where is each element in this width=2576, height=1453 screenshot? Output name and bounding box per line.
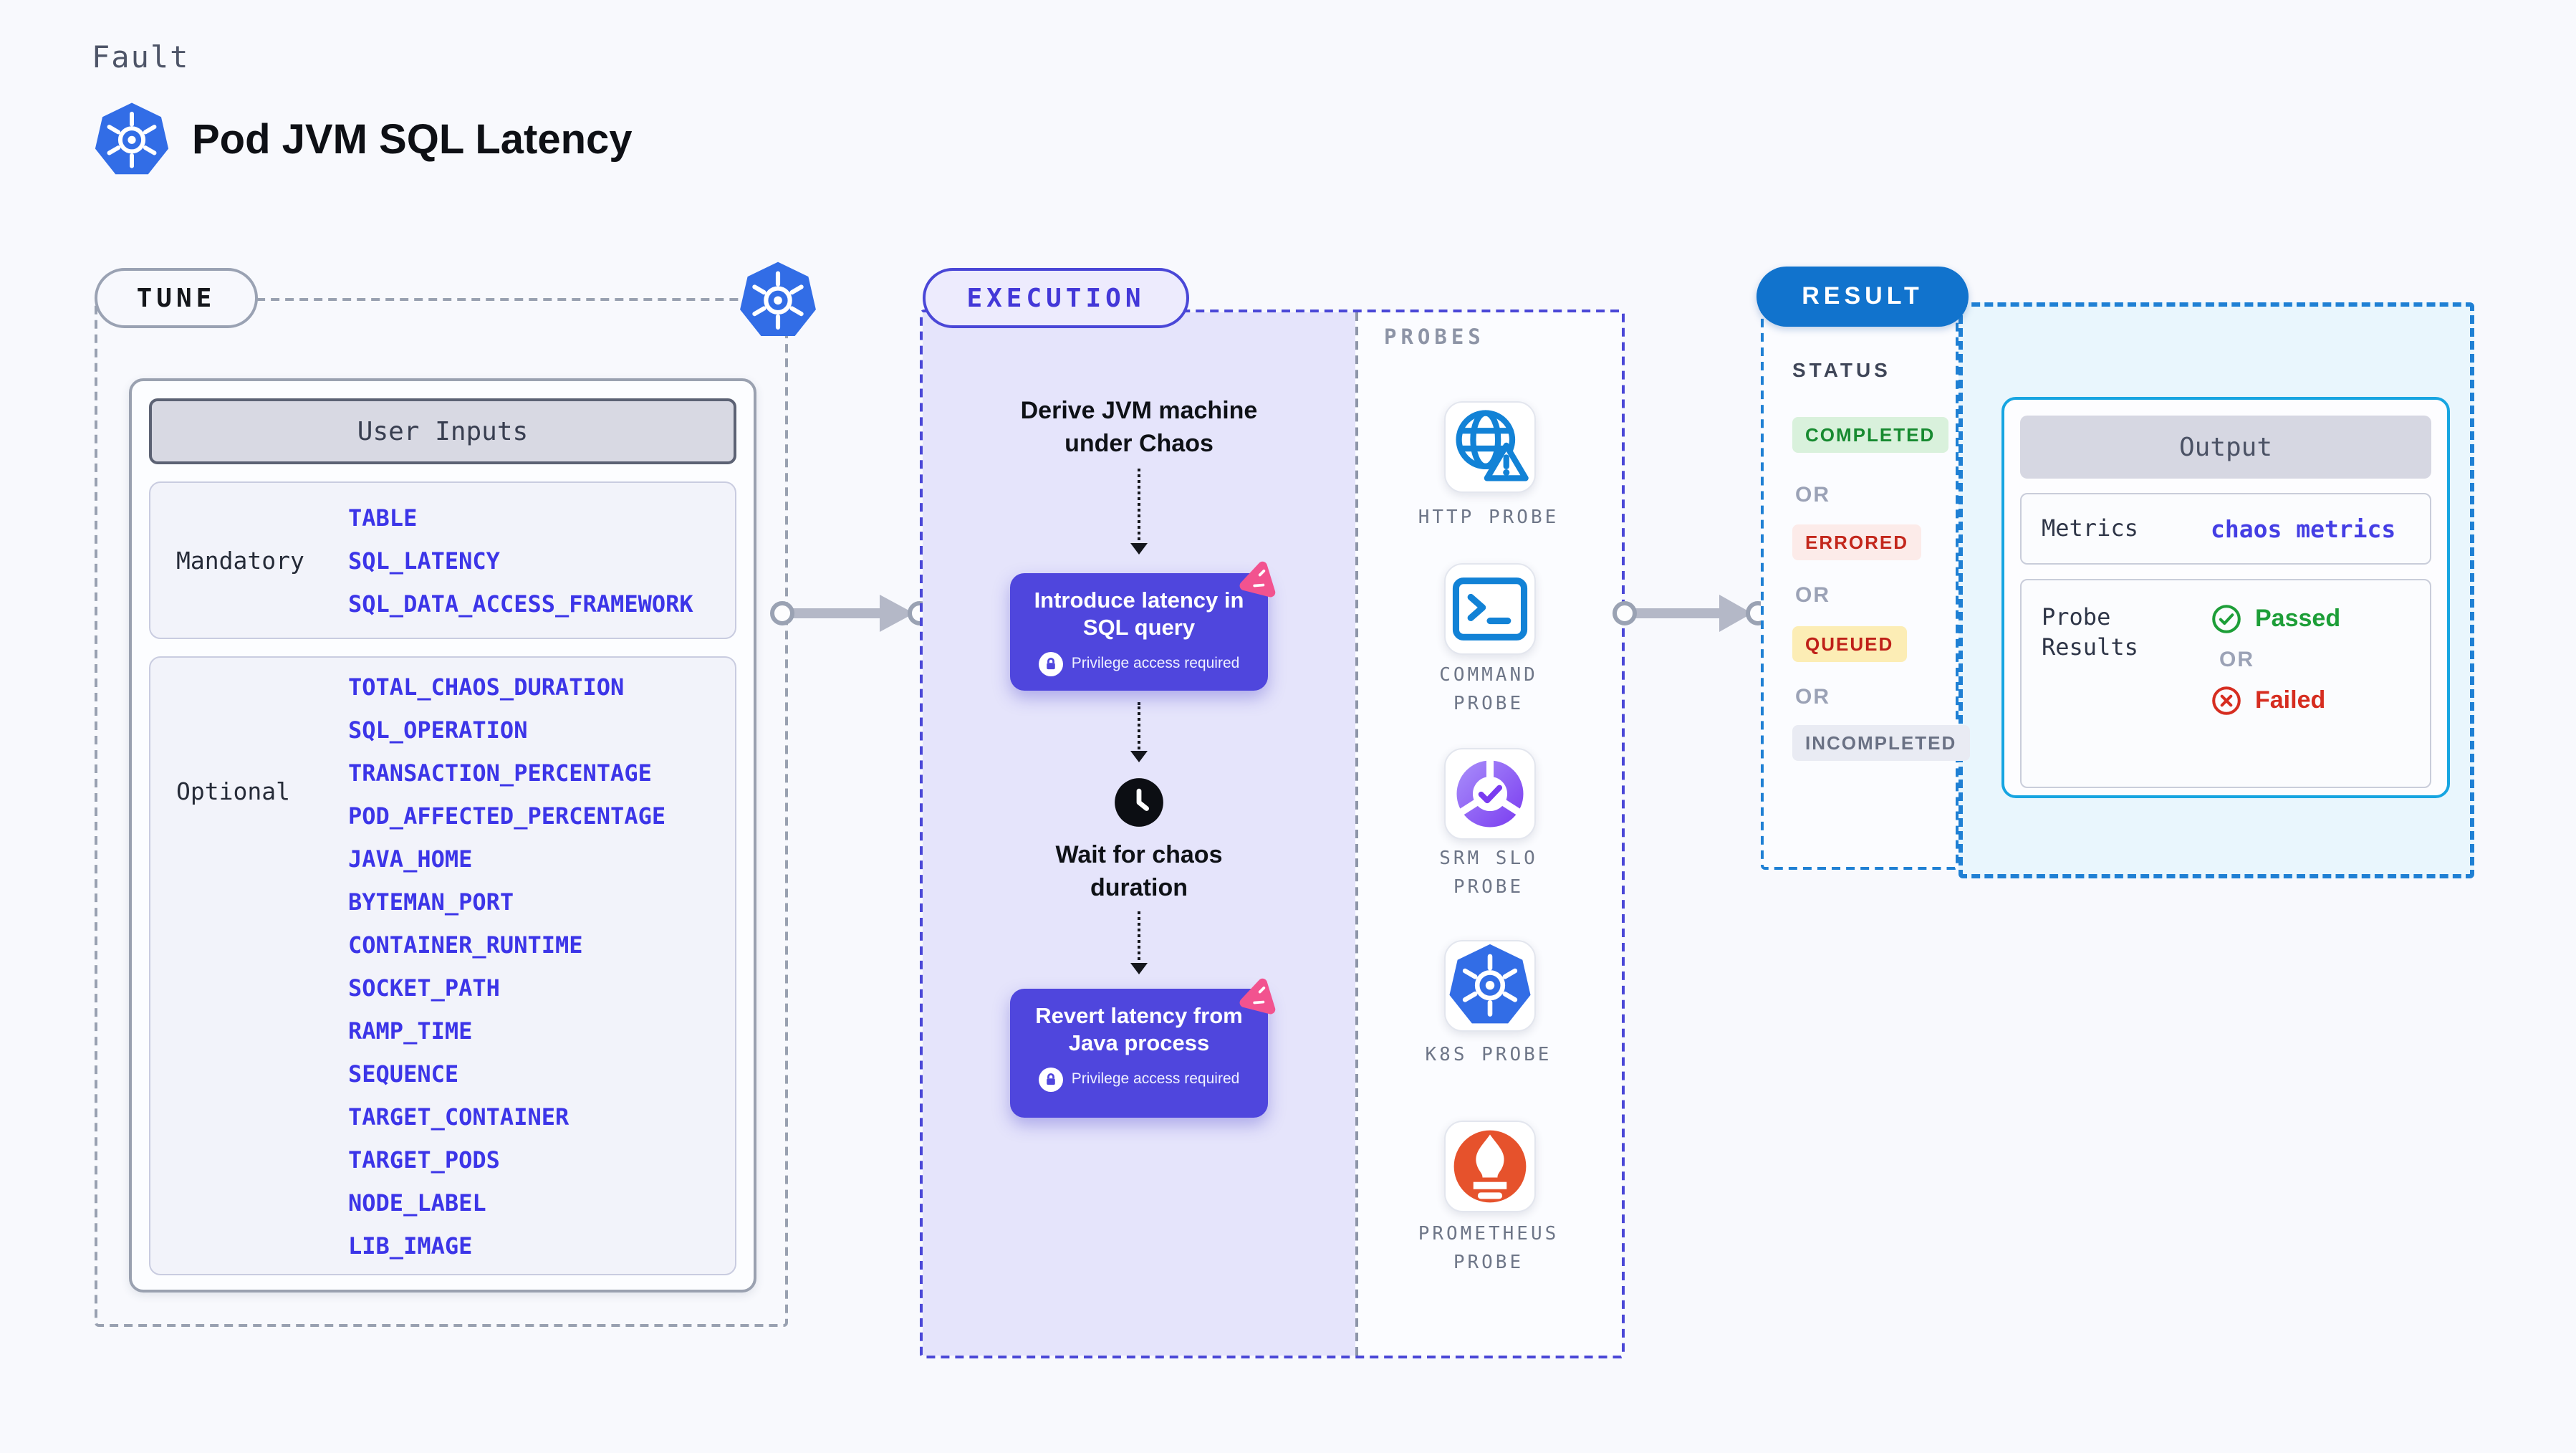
or-separator: OR bbox=[1795, 483, 1830, 507]
env-var: LIB_IMAGE bbox=[348, 1232, 473, 1259]
status-badge-completed: COMPLETED bbox=[1792, 417, 1948, 453]
page-title: Pod JVM SQL Latency bbox=[192, 118, 633, 163]
probe-label: SRM SLO PROBE bbox=[1439, 848, 1538, 898]
prometheus-icon bbox=[1446, 1122, 1534, 1211]
probe-results-label: Probe Results bbox=[2042, 603, 2138, 661]
mandatory-row: Mandatory TABLE SQL_LATENCY SQL_DATA_ACC… bbox=[149, 481, 736, 639]
mandatory-label: Mandatory bbox=[176, 547, 304, 574]
user-inputs-card: User Inputs Mandatory TABLE SQL_LATENCY … bbox=[129, 378, 756, 1293]
env-var: SEQUENCE bbox=[348, 1060, 459, 1087]
env-var: BYTEMAN_PORT bbox=[348, 888, 514, 915]
status-badge-queued: QUEUED bbox=[1792, 626, 1907, 662]
optional-label: Optional bbox=[176, 778, 290, 805]
status-title: STATUS bbox=[1792, 358, 1891, 381]
probes-title: PROBES bbox=[1384, 327, 1485, 350]
env-var: TARGET_PODS bbox=[348, 1146, 500, 1173]
fault-kicker: Fault bbox=[92, 40, 190, 75]
result-status-boundary bbox=[1761, 297, 1959, 870]
optional-row: Optional TOTAL_CHAOS_DURATION SQL_OPERAT… bbox=[149, 656, 736, 1275]
check-circle-icon bbox=[2211, 603, 2242, 635]
tune-to-execution-arrow bbox=[770, 595, 932, 632]
env-var: SOCKET_PATH bbox=[348, 974, 500, 1001]
clock-icon bbox=[1113, 777, 1165, 828]
probe-label: PROMETHEUS PROBE bbox=[1418, 1224, 1559, 1273]
env-var: TABLE bbox=[348, 504, 418, 531]
kubernetes-icon bbox=[1446, 941, 1534, 1030]
or-separator: OR bbox=[1795, 583, 1830, 608]
execution-badge: EXECUTION bbox=[923, 268, 1189, 328]
probe-label: HTTP PROBE bbox=[1418, 507, 1559, 529]
env-var: SQL_OPERATION bbox=[348, 716, 528, 743]
env-var: TRANSACTION_PERCENTAGE bbox=[348, 759, 652, 786]
step-wait-duration: Wait for chaos duration bbox=[1055, 841, 1223, 901]
lock-icon bbox=[1038, 651, 1063, 676]
tune-section-boundary bbox=[95, 298, 788, 1327]
env-var: TOTAL_CHAOS_DURATION bbox=[348, 673, 625, 700]
privilege-note: Privilege access required bbox=[1022, 1067, 1256, 1092]
flow-connector bbox=[1130, 469, 1148, 555]
result-badge: RESULT bbox=[1756, 267, 1969, 327]
status-badge-errored: ERRORED bbox=[1792, 524, 1922, 560]
env-var: RAMP_TIME bbox=[348, 1017, 473, 1044]
env-var: NODE_LABEL bbox=[348, 1189, 486, 1216]
env-var: POD_AFFECTED_PERCENTAGE bbox=[348, 802, 666, 829]
srm-slo-probe-card bbox=[1444, 748, 1536, 840]
env-var: SQL_LATENCY bbox=[348, 547, 500, 574]
step-introduce-latency: Introduce latency in SQL query Privilege… bbox=[1010, 573, 1268, 691]
metrics-value: chaos metrics bbox=[2211, 515, 2396, 542]
tune-badge: TUNE bbox=[95, 268, 258, 328]
privilege-note: Privilege access required bbox=[1022, 651, 1256, 676]
metrics-row: Metrics chaos metrics bbox=[2020, 493, 2431, 565]
kubernetes-icon bbox=[92, 100, 172, 181]
slo-donut-check-icon bbox=[1446, 749, 1534, 838]
env-var: SQL_DATA_ACCESS_FRAMEWORK bbox=[348, 590, 693, 617]
or-separator: OR bbox=[2219, 648, 2254, 672]
env-var: JAVA_HOME bbox=[348, 845, 473, 872]
output-card: Output Metrics chaos metrics Probe Resul… bbox=[2001, 397, 2450, 798]
probe-results-row: Probe Results Passed OR Failed bbox=[2020, 579, 2431, 788]
k8s-probe-card bbox=[1444, 940, 1536, 1032]
flow-connector bbox=[1130, 702, 1148, 762]
env-var: CONTAINER_RUNTIME bbox=[348, 931, 583, 958]
probe-result-failed: Failed bbox=[2211, 685, 2340, 716]
chaos-icon bbox=[1235, 559, 1278, 602]
prometheus-probe-card bbox=[1444, 1121, 1536, 1212]
http-probe-card bbox=[1444, 401, 1536, 493]
step-revert-latency: Revert latency from Java process Privile… bbox=[1010, 989, 1268, 1118]
flow-connector bbox=[1130, 911, 1148, 974]
execution-to-result-arrow bbox=[1613, 595, 1770, 632]
env-var: TARGET_CONTAINER bbox=[348, 1103, 569, 1130]
probe-label: K8S PROBE bbox=[1425, 1045, 1552, 1066]
probe-label: COMMAND PROBE bbox=[1439, 665, 1538, 714]
user-inputs-header: User Inputs bbox=[149, 398, 736, 464]
or-separator: OR bbox=[1795, 685, 1830, 709]
probe-result-passed: Passed bbox=[2211, 603, 2340, 635]
x-circle-icon bbox=[2211, 685, 2242, 716]
chaos-icon bbox=[1235, 976, 1278, 1019]
terminal-icon bbox=[1446, 565, 1534, 653]
kubernetes-icon bbox=[736, 259, 820, 342]
lock-icon bbox=[1038, 1067, 1063, 1092]
status-badge-incompleted: INCOMPLETED bbox=[1792, 725, 1970, 761]
globe-alert-icon bbox=[1446, 403, 1534, 491]
command-probe-card bbox=[1444, 563, 1536, 655]
metrics-label: Metrics bbox=[2042, 514, 2138, 542]
output-header: Output bbox=[2020, 416, 2431, 479]
step-derive-jvm: Derive JVM machine under Chaos bbox=[1020, 397, 1258, 457]
